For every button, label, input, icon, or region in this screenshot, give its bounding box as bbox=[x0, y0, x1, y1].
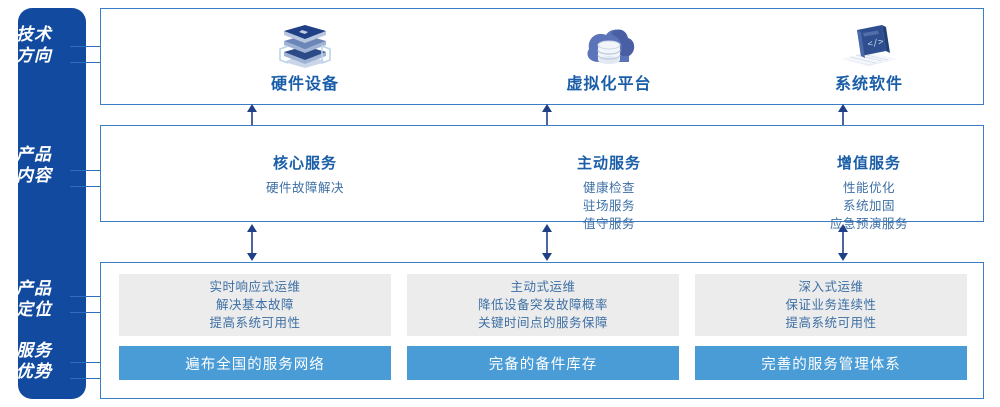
rail-item-tech-direction[interactable]: 技术 方向 bbox=[0, 24, 68, 66]
rail-label-line1: 产品 bbox=[16, 279, 52, 298]
svg-text:</>: </> bbox=[867, 36, 885, 49]
rail-label-line2: 方向 bbox=[16, 46, 52, 65]
content-column-core-service[interactable]: 核心服务 硬件故障解决 bbox=[145, 126, 465, 223]
position-card: 主动式运维 降低设备突发故障概率 关键时间点的服务保障 bbox=[407, 274, 679, 336]
rail-item-product-content[interactable]: 产品 内容 bbox=[0, 144, 68, 186]
content-column-proactive-service[interactable]: 主动服务 健康检查 驻场服务 值守服务 bbox=[465, 126, 753, 231]
arrow-double-core-service bbox=[247, 224, 257, 261]
content-item: 硬件故障解决 bbox=[265, 181, 344, 195]
position-line: 深入式运维 bbox=[798, 280, 864, 294]
rail-label-line2: 优势 bbox=[16, 362, 52, 381]
cloud-database-icon bbox=[577, 22, 641, 68]
content-title: 主动服务 bbox=[576, 155, 641, 172]
position-card: 深入式运维 保证业务连续性 提高系统可用性 bbox=[695, 274, 967, 336]
tech-title: 系统软件 bbox=[834, 75, 903, 93]
rail-item-product-position[interactable]: 产品 定位 bbox=[0, 278, 68, 320]
position-line: 实时响应式运维 bbox=[209, 280, 301, 294]
position-line: 解决基本故障 bbox=[215, 298, 294, 312]
position-line: 主动式运维 bbox=[510, 280, 576, 294]
content-item: 性能优化 bbox=[842, 181, 895, 195]
position-line: 提高系统可用性 bbox=[209, 316, 301, 330]
arrow-double-value-added-service bbox=[838, 224, 848, 261]
connector-advantage-bottom bbox=[70, 378, 102, 379]
tech-title: 虚拟化平台 bbox=[566, 75, 652, 93]
tech-column-virtualization[interactable]: 虚拟化平台 bbox=[465, 9, 753, 106]
content-item: 应急预演服务 bbox=[829, 217, 908, 231]
content-item: 驻场服务 bbox=[582, 199, 635, 213]
laptop-code-icon: </> bbox=[837, 22, 901, 68]
tech-column-system-software[interactable]: </> 系统软件 bbox=[753, 9, 985, 106]
position-card: 实时响应式运维 解决基本故障 提高系统可用性 bbox=[119, 274, 391, 336]
product-content-panel: 核心服务 硬件故障解决 主动服务 健康检查 驻场服务 值守服务 增值服务 性能优… bbox=[100, 125, 985, 231]
server-stack-icon bbox=[273, 22, 337, 68]
content-title: 增值服务 bbox=[836, 155, 901, 172]
position-line: 降低设备突发故障概率 bbox=[477, 298, 608, 312]
rail-label-line1: 产品 bbox=[16, 145, 52, 164]
rail-label-line1: 技术 bbox=[16, 25, 52, 44]
arrow-double-proactive-service bbox=[542, 224, 552, 261]
advantage-bar[interactable]: 完备的备件库存 bbox=[407, 346, 679, 380]
advantage-bar[interactable]: 遍布全国的服务网络 bbox=[119, 346, 391, 380]
rail-label-line2: 定位 bbox=[16, 300, 52, 319]
arrow-up-virtualization bbox=[542, 104, 552, 126]
connector-position-bottom bbox=[70, 312, 102, 313]
connector-advantage-top bbox=[70, 362, 102, 363]
product-position-advantage-panel: 实时响应式运维 解决基本故障 提高系统可用性 遍布全国的服务网络 主动式运维 降… bbox=[100, 262, 984, 399]
content-title: 核心服务 bbox=[272, 155, 337, 172]
content-item: 值守服务 bbox=[582, 217, 635, 231]
position-line: 提高系统可用性 bbox=[785, 316, 877, 330]
content-column-value-added-service[interactable]: 增值服务 性能优化 系统加固 应急预演服务 bbox=[753, 126, 985, 231]
tech-direction-panel: 硬件设备 虚拟化平台 bbox=[100, 8, 984, 105]
bottom-column-proactive[interactable]: 主动式运维 降低设备突发故障概率 关键时间点的服务保障 完备的备件库存 bbox=[407, 274, 679, 380]
arrow-up-hardware bbox=[247, 104, 257, 126]
bottom-column-realtime[interactable]: 实时响应式运维 解决基本故障 提高系统可用性 遍布全国的服务网络 bbox=[119, 274, 391, 380]
category-rail bbox=[18, 8, 86, 399]
arrow-up-system-software bbox=[838, 104, 848, 126]
position-line: 保证业务连续性 bbox=[785, 298, 877, 312]
connector-content-bottom bbox=[70, 186, 102, 187]
rail-label-line2: 内容 bbox=[16, 166, 52, 185]
position-line: 关键时间点的服务保障 bbox=[477, 316, 608, 330]
tech-column-hardware[interactable]: 硬件设备 bbox=[145, 9, 465, 106]
tech-title: 硬件设备 bbox=[270, 75, 339, 93]
bottom-column-deep[interactable]: 深入式运维 保证业务连续性 提高系统可用性 完善的服务管理体系 bbox=[695, 274, 967, 380]
connector-tech-bottom bbox=[70, 62, 102, 63]
content-item: 健康检查 bbox=[582, 181, 635, 195]
connector-position-top bbox=[70, 296, 102, 297]
rail-item-service-advantage[interactable]: 服务 优势 bbox=[0, 340, 68, 382]
connector-tech-top bbox=[70, 46, 102, 47]
connector-content-top bbox=[70, 170, 102, 171]
advantage-bar[interactable]: 完善的服务管理体系 bbox=[695, 346, 967, 380]
rail-label-line1: 服务 bbox=[16, 341, 52, 360]
content-item: 系统加固 bbox=[842, 199, 895, 213]
